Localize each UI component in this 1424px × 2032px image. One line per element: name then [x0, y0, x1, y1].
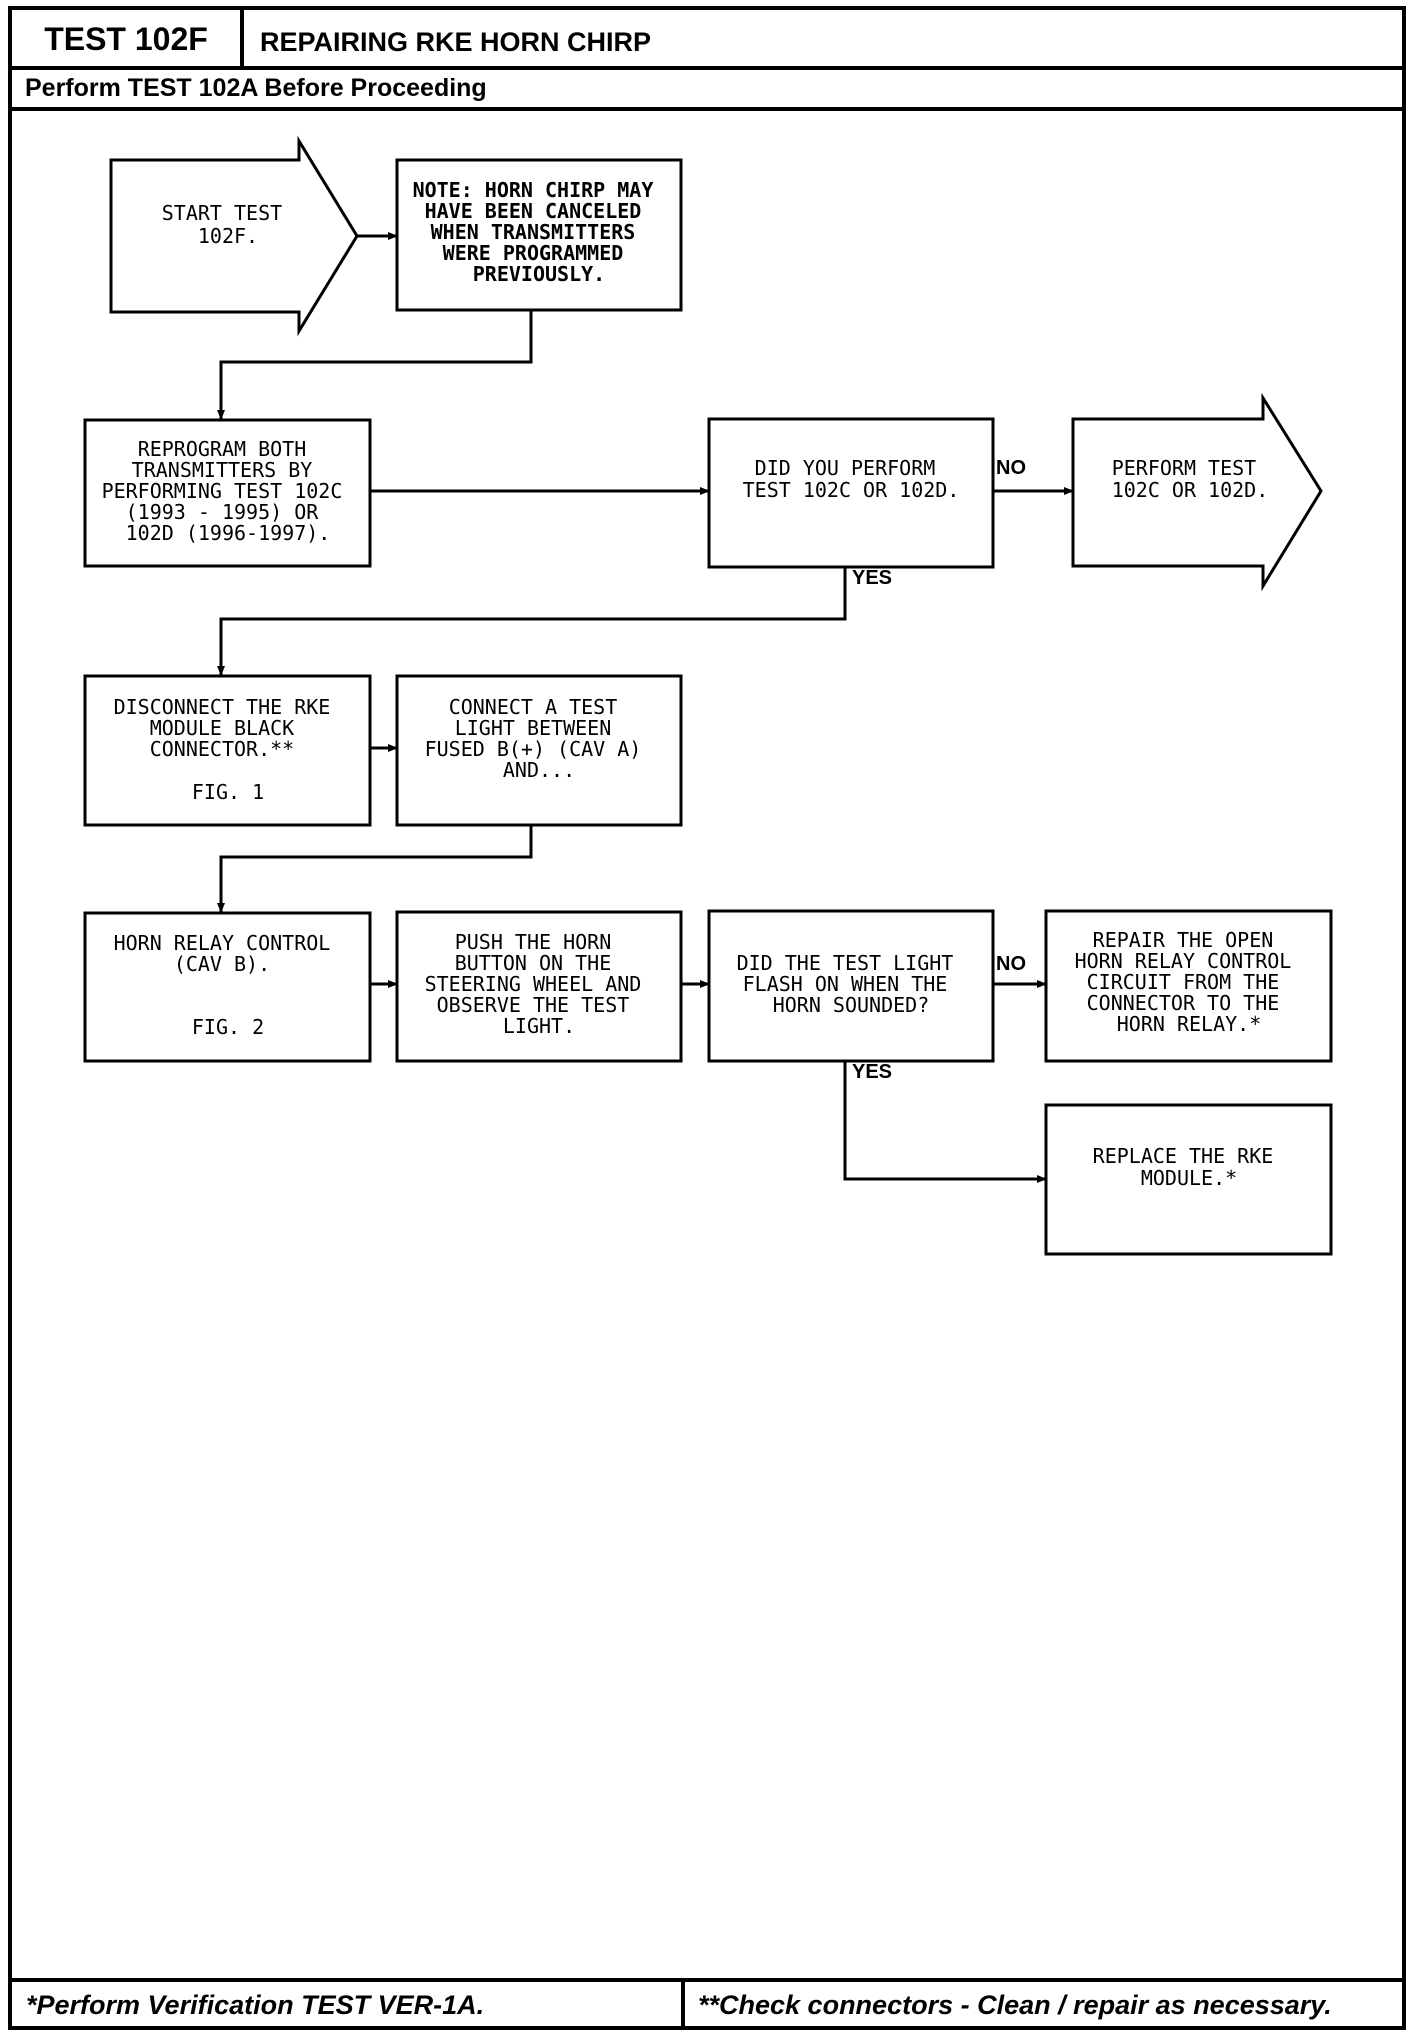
page-frame — [8, 6, 1406, 2030]
node-text-line: WHEN TRANSMITTERS — [431, 220, 636, 244]
node-text-line: TRANSMITTERS BY — [132, 458, 313, 482]
svg-text:DISCONNECT THE RKE MODUL: DISCONNECT THE RKE MODULE BLACK CONNECTO… — [114, 695, 343, 804]
node-text-line: REPLACE THE RKE — [1093, 1144, 1274, 1168]
header: TEST 102F REPAIRING RKE HORN CHIRP Perfo… — [8, 6, 1404, 111]
node-text-line: HAVE BEEN CANCELED — [425, 199, 642, 223]
node-text-line: CONNECTOR.** — [150, 737, 295, 761]
node-text-line: OBSERVE THE TEST — [437, 993, 630, 1017]
node-text-line: CIRCUIT FROM THE — [1087, 970, 1280, 994]
node-text-line: HORN RELAY CONTROL — [1075, 949, 1292, 973]
svg-text:DID YOU PERFORM TEST 102: DID YOU PERFORM TEST 102C OR 102D. — [743, 456, 960, 502]
edge-label-no: NO — [996, 953, 1026, 975]
horn-relay-node: HORN RELAY CONTROL (CAV B). FIG. 2 — [83, 911, 372, 1063]
note-node: NOTE: HORN CHIRP MAY HAVE BEEN CANCELED … — [395, 158, 683, 312]
svg-text:HORN RELAY CONTROL (CAV: HORN RELAY CONTROL (CAV B). FIG. 2 — [114, 931, 343, 1039]
node-text-line: PERFORMING TEST 102C — [102, 479, 343, 503]
node-text-line: FUSED B(+) (CAV A) — [425, 737, 642, 761]
node-text-line: DID THE TEST LIGHT — [737, 951, 954, 975]
figure-reference: FIG. 2 — [192, 1015, 264, 1039]
replace-module-node: REPLACE THE RKE MODULE.* — [1044, 1103, 1333, 1256]
footer-note-connectors: **Check connectors - Clean / repair as n… — [698, 1990, 1332, 2020]
node-text-line: DISCONNECT THE RKE — [114, 695, 331, 719]
svg-text:PUSH THE HORN BUTTON ON: PUSH THE HORN BUTTON ON THE STEERING WHE… — [425, 930, 654, 1038]
node-text-line: BUTTON ON THE — [455, 951, 612, 975]
node-text-line: STEERING WHEEL AND — [425, 972, 642, 996]
node-text-line: 102F. — [198, 224, 258, 248]
node-text-line: AND... — [503, 758, 575, 782]
node-text-line: TEST 102C OR 102D. — [743, 478, 960, 502]
start-node: START TEST 102F. — [109, 135, 359, 337]
node-text-line: FLASH ON WHEN THE — [743, 972, 948, 996]
node-text-line: MODULE.* — [1141, 1166, 1237, 1190]
svg-text:REPROGRAM BOTH TRANSMITT: REPROGRAM BOTH TRANSMITTERS BY PERFORMIN… — [102, 437, 355, 545]
node-text-line: LIGHT BETWEEN — [455, 716, 612, 740]
node-text-line: (CAV B). — [174, 952, 270, 976]
node-text-line: 102C OR 102D. — [1112, 478, 1269, 502]
node-text-line: HORN RELAY.* — [1117, 1012, 1262, 1036]
svg-text:START TEST 102F.: START TEST 102F. — [162, 201, 294, 248]
node-text-line: 102D (1996-1997). — [126, 521, 331, 545]
svg-text:REPLACE THE RKE MODULE.*: REPLACE THE RKE MODULE.* — [1093, 1144, 1286, 1190]
footer-note-verification: *Perform Verification TEST VER-1A. — [26, 1990, 484, 2020]
figure-reference: FIG. 1 — [192, 780, 264, 804]
svg-text:NOTE: HORN CHIRP MAY HAV: NOTE: HORN CHIRP MAY HAVE BEEN CANCELED … — [413, 178, 666, 286]
repair-open-node: REPAIR THE OPEN HORN RELAY CONTROL CIRCU… — [1044, 909, 1333, 1063]
node-text-line: DID YOU PERFORM — [755, 456, 936, 480]
node-text-line: PUSH THE HORN — [455, 930, 612, 954]
reprogram-node: REPROGRAM BOTH TRANSMITTERS BY PERFORMIN… — [83, 418, 372, 568]
node-text-line: REPAIR THE OPEN — [1093, 928, 1274, 952]
node-text-line: PERFORM TEST — [1112, 456, 1257, 480]
node-text-line: CONNECTOR TO THE — [1087, 991, 1280, 1015]
svg-text:PERFORM TEST 102C OR 102: PERFORM TEST 102C OR 102D. — [1112, 456, 1269, 502]
did-perform-decision: DID YOU PERFORM TEST 102C OR 102D. — [707, 417, 995, 569]
node-text-line: MODULE BLACK — [150, 716, 295, 740]
disconnect-node: DISCONNECT THE RKE MODULE BLACK CONNECTO… — [83, 674, 372, 827]
node-text-line: NOTE: HORN CHIRP MAY — [413, 178, 654, 202]
node-text-line: HORN RELAY CONTROL — [114, 931, 331, 955]
push-horn-node: PUSH THE HORN BUTTON ON THE STEERING WHE… — [395, 910, 683, 1063]
footer: *Perform Verification TEST VER-1A. **Che… — [10, 1978, 1404, 2028]
node-text-line: WERE PROGRAMMED — [443, 241, 624, 265]
connect-light-node: CONNECT A TEST LIGHT BETWEEN FUSED B(+) … — [395, 674, 683, 827]
test-id: TEST 102F — [44, 21, 208, 57]
node-text-line: (1993 - 1995) OR — [126, 500, 320, 524]
node-text-line: REPROGRAM BOTH — [138, 437, 307, 461]
node-text-line: LIGHT. — [503, 1014, 575, 1038]
node-text-line: START TEST — [162, 201, 282, 225]
edge-label-yes: YES — [852, 1061, 892, 1083]
svg-text:DID THE TEST LIGHT FLASH: DID THE TEST LIGHT FLASH ON WHEN THE HOR… — [737, 951, 966, 1017]
node-text-line: CONNECT A TEST — [449, 695, 618, 719]
edge-label-no: NO — [996, 457, 1026, 479]
node-text-line: PREVIOUSLY. — [473, 262, 605, 286]
connectors — [217, 232, 1074, 1183]
edge-label-yes: YES — [852, 567, 892, 589]
node-text-line: HORN SOUNDED? — [773, 993, 930, 1017]
svg-text:CONNECT A TEST LIGHT BET: CONNECT A TEST LIGHT BETWEEN FUSED B(+) … — [425, 695, 654, 782]
page-title: REPAIRING RKE HORN CHIRP — [260, 27, 651, 57]
prerequisite-text: Perform TEST 102A Before Proceeding — [25, 74, 487, 102]
did-flash-decision: DID THE TEST LIGHT FLASH ON WHEN THE HOR… — [707, 909, 995, 1063]
svg-text:REPAIR THE OPEN HORN REL: REPAIR THE OPEN HORN RELAY CONTROL CIRCU… — [1075, 928, 1304, 1036]
perform-test-node: PERFORM TEST 102C OR 102D. — [1071, 392, 1323, 592]
